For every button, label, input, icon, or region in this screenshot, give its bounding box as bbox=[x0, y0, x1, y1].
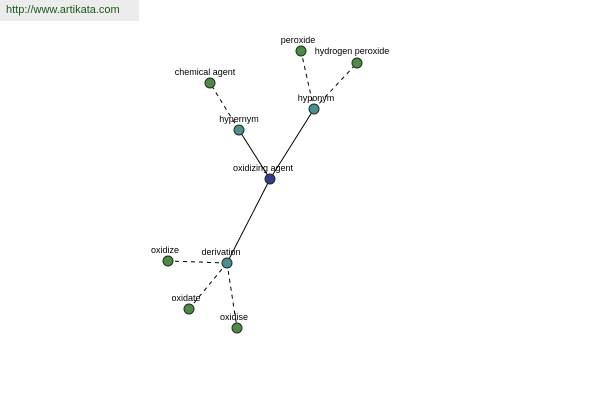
node-chemical-agent[interactable] bbox=[204, 77, 216, 89]
edge-center-derivation bbox=[226, 178, 271, 264]
graph-labels: oxidizing agent hypernym hyponym derivat… bbox=[151, 35, 389, 322]
node-hypernym[interactable] bbox=[233, 124, 245, 136]
node-oxidise[interactable] bbox=[231, 322, 243, 334]
edge-derivation-oxidise bbox=[226, 262, 238, 329]
edge-center-hypernym bbox=[238, 129, 271, 180]
edge-derivation-oxidate bbox=[188, 262, 228, 310]
node-oxidizing-agent[interactable] bbox=[264, 173, 276, 185]
label-hydrogen-peroxide[interactable]: hydrogen peroxide bbox=[315, 46, 390, 56]
node-peroxide[interactable] bbox=[295, 45, 307, 57]
node-oxidize[interactable] bbox=[162, 255, 174, 267]
edge-center-hyponym bbox=[269, 108, 315, 180]
label-peroxide[interactable]: peroxide bbox=[281, 35, 316, 45]
edge-hypernym-chemical-agent bbox=[209, 82, 240, 131]
node-hyponym[interactable] bbox=[308, 103, 320, 115]
node-derivation[interactable] bbox=[221, 257, 233, 269]
node-hydrogen-peroxide[interactable] bbox=[351, 57, 363, 69]
graph-nodes bbox=[162, 45, 363, 334]
label-oxidize[interactable]: oxidize bbox=[151, 245, 179, 255]
label-hypernym[interactable]: hypernym bbox=[219, 114, 259, 124]
edge-derivation-oxidize bbox=[167, 260, 228, 264]
edge-hyponym-hydrogen-peroxide bbox=[313, 62, 358, 110]
site-url-banner[interactable]: http://www.artikata.com bbox=[0, 0, 139, 21]
label-chemical-agent[interactable]: chemical agent bbox=[175, 67, 236, 77]
graph-edges bbox=[167, 50, 358, 329]
label-oxidizing-agent[interactable]: oxidizing agent bbox=[233, 163, 294, 173]
label-oxidate[interactable]: oxidate bbox=[171, 293, 200, 303]
label-oxidise[interactable]: oxidise bbox=[220, 312, 248, 322]
node-oxidate[interactable] bbox=[183, 303, 195, 315]
label-hyponym[interactable]: hyponym bbox=[298, 93, 335, 103]
edge-hyponym-peroxide bbox=[300, 50, 315, 110]
label-derivation[interactable]: derivation bbox=[201, 247, 240, 257]
